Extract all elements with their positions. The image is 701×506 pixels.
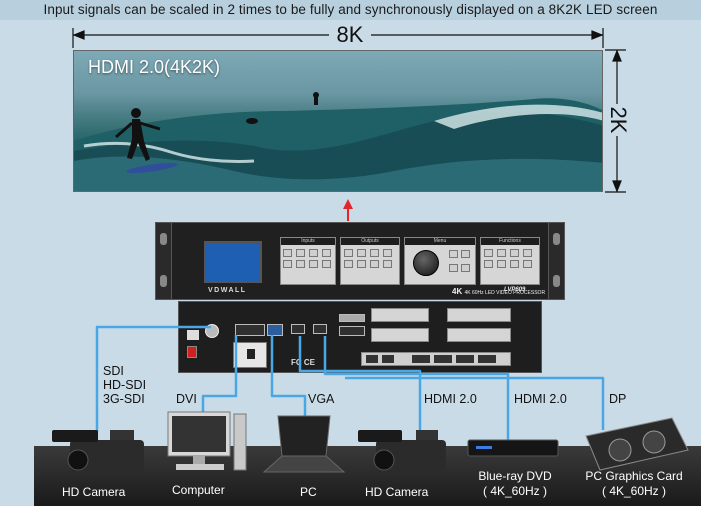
cert-marks: FC CE <box>291 358 315 367</box>
output-button[interactable] <box>344 249 353 257</box>
model-name: LVP609 <box>504 287 526 293</box>
laptop-icon <box>262 415 346 473</box>
menu-button[interactable] <box>449 264 458 272</box>
processor-rear-panel: FC CE <box>178 301 542 373</box>
outputs-section: Outputs <box>340 237 400 285</box>
dp-port[interactable] <box>339 326 365 336</box>
graphics-card-icon <box>585 417 689 471</box>
function-button[interactable] <box>497 249 506 257</box>
model-badge: 4K 4K 60Hz LED VIDEO PROCESSOR <box>452 287 546 296</box>
output-button[interactable] <box>383 260 392 268</box>
output-group-b <box>371 328 429 342</box>
output-button[interactable] <box>370 249 379 257</box>
width-dimension: 8K <box>160 22 540 48</box>
menu-button[interactable] <box>449 250 458 258</box>
vga-label: VGA <box>308 392 335 406</box>
surfer-figure <box>115 108 178 174</box>
gpu-label: PC Graphics Card ( 4K_60Hz ) <box>585 469 683 498</box>
output-group-d <box>447 328 511 342</box>
function-button[interactable] <box>510 249 519 257</box>
output-group-c <box>447 308 511 322</box>
rack-ear-left <box>156 223 172 299</box>
power-label <box>187 330 199 340</box>
function-button[interactable] <box>484 260 493 268</box>
dp-label: DP <box>609 392 627 406</box>
hd-camera-icon <box>52 430 144 472</box>
function-button[interactable] <box>497 260 506 268</box>
output-group-a <box>371 308 429 322</box>
input-button[interactable] <box>322 249 331 257</box>
menu-section: Menu <box>404 237 476 285</box>
inputs-section: Inputs <box>280 237 336 285</box>
brand-logo: VDWALL <box>208 287 247 294</box>
power-switch[interactable] <box>187 346 197 358</box>
hd-camera-icon-2 <box>358 430 446 472</box>
input-button[interactable] <box>283 260 292 268</box>
function-button[interactable] <box>510 260 519 268</box>
dvi-port[interactable] <box>235 324 265 336</box>
bluray-label: Blue-ray DVD ( 4K_60Hz ) <box>478 469 552 498</box>
sdi-label: SDI HD-SDI 3G-SDI <box>103 364 147 406</box>
functions-section: Functions <box>480 237 540 285</box>
computer-label: Computer <box>172 483 225 497</box>
processor-front-panel: Inputs Outputs Menu Functions VDWALL 4K … <box>155 222 565 300</box>
function-button[interactable] <box>484 249 493 257</box>
output-button[interactable] <box>344 260 353 268</box>
pc-label: PC <box>300 485 317 499</box>
input-button[interactable] <box>309 260 318 268</box>
menu-knob[interactable] <box>413 250 439 276</box>
hdmi-port-2[interactable] <box>313 324 327 334</box>
input-button[interactable] <box>296 249 305 257</box>
table-surface <box>34 446 701 506</box>
bluray-player-icon <box>467 439 559 457</box>
lan-ports <box>361 352 511 366</box>
output-button[interactable] <box>357 260 366 268</box>
input-button[interactable] <box>322 260 331 268</box>
hdmi-label-1: HDMI 2.0 <box>424 392 477 406</box>
dvi-label: DVI <box>176 392 197 406</box>
screen-signal-label: HDMI 2.0(4K2K) <box>88 57 221 77</box>
rack-ear-right <box>548 223 564 299</box>
function-button[interactable] <box>523 249 532 257</box>
headline: Input signals can be scaled in 2 times t… <box>0 0 701 20</box>
wave-scene-image <box>74 92 602 191</box>
menu-button[interactable] <box>461 264 470 272</box>
dp-slot[interactable] <box>339 314 365 322</box>
vga-port[interactable] <box>267 324 283 336</box>
input-button[interactable] <box>283 249 292 257</box>
computer-icon <box>167 411 247 471</box>
menu-button[interactable] <box>461 250 470 258</box>
input-button[interactable] <box>296 260 305 268</box>
up-arrow-icon <box>343 199 353 221</box>
output-button[interactable] <box>357 249 366 257</box>
function-button[interactable] <box>523 260 532 268</box>
led-screen: HDMI 2.0(4K2K) <box>73 50 603 192</box>
power-socket[interactable] <box>233 342 267 368</box>
input-button[interactable] <box>309 249 318 257</box>
hdmi-port-1[interactable] <box>291 324 305 334</box>
output-button[interactable] <box>370 260 379 268</box>
hd-camera-label-2: HD Camera <box>365 485 429 499</box>
output-button[interactable] <box>383 249 392 257</box>
lcd-display <box>204 241 262 283</box>
hdmi-label-2: HDMI 2.0 <box>514 392 567 406</box>
hd-camera-label: HD Camera <box>62 485 126 499</box>
